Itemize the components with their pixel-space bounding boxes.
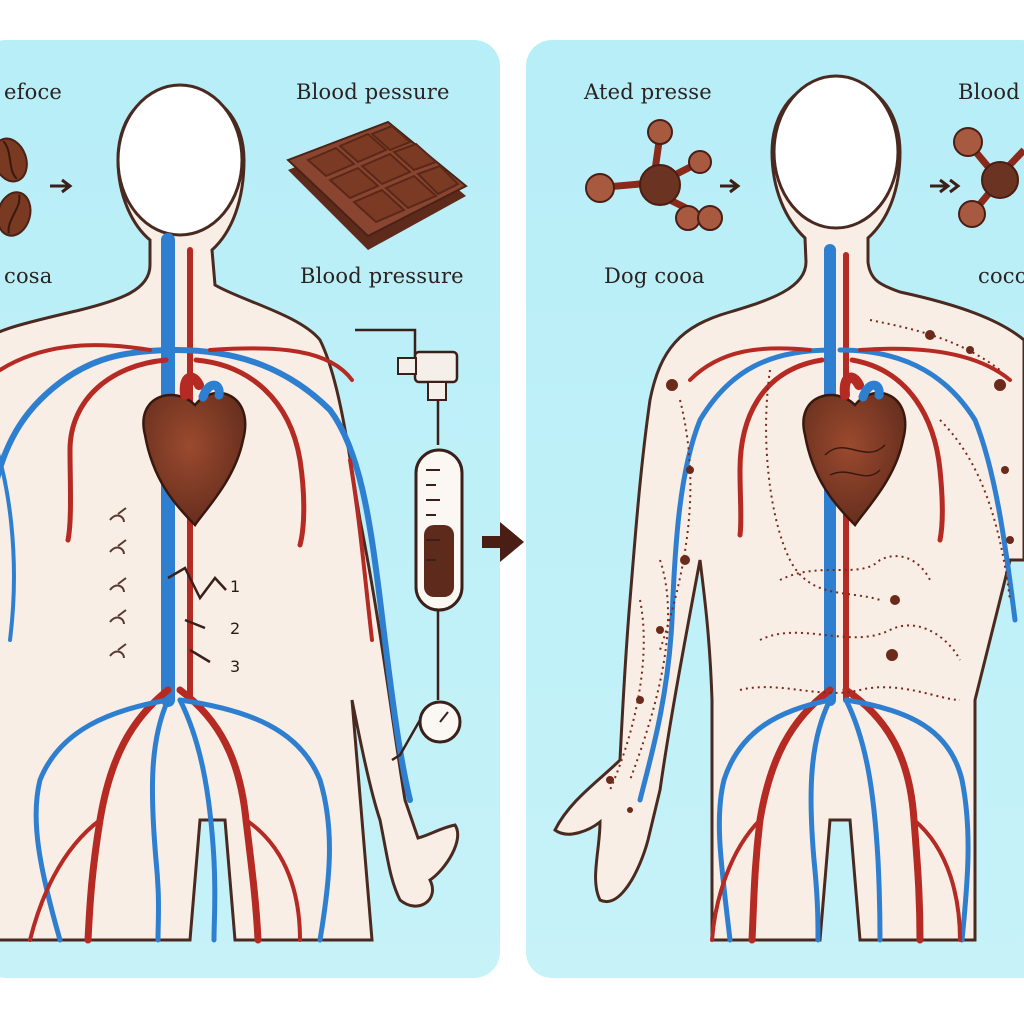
label-left-top-left: efoce xyxy=(4,80,63,104)
arrow-right-icon xyxy=(720,178,741,194)
label-right-top-right: Blood xyxy=(958,80,1020,104)
label-right-mid-left: Dog cooa xyxy=(604,264,705,288)
bp-line xyxy=(355,328,440,762)
arrow-right-icon xyxy=(482,522,524,562)
gauge-dial-icon xyxy=(418,700,462,744)
right-panel xyxy=(526,40,1024,978)
heart-icon xyxy=(142,372,247,527)
arrow-right-icon xyxy=(930,178,961,194)
thermometer-icon xyxy=(414,448,464,612)
chocolate-bar-icon xyxy=(286,120,468,250)
arrow-right-icon xyxy=(50,178,73,194)
human-body-left xyxy=(0,83,460,942)
check-marks xyxy=(109,507,227,664)
head xyxy=(116,83,244,237)
human-body-right xyxy=(553,74,1024,942)
label-left-mid-right: Blood pressure xyxy=(300,264,464,288)
molecule-icon xyxy=(953,127,1024,228)
label-left-mid-left: cosa xyxy=(4,264,53,288)
marker-2: 2 xyxy=(230,619,240,638)
label-right-mid-right: coco xyxy=(978,264,1024,288)
head xyxy=(772,74,900,230)
label-right-top-left: Ated presse xyxy=(584,80,712,104)
marker-3: 3 xyxy=(230,657,240,676)
label-left-top-right: Blood pessure xyxy=(296,80,450,104)
cocoa-flow-dots xyxy=(609,319,1011,791)
molecule-icon xyxy=(585,119,723,231)
marker-1: 1 xyxy=(230,577,240,596)
left-panel: 1 2 3 xyxy=(0,40,500,978)
cocoa-particles xyxy=(606,330,1014,813)
heart-icon xyxy=(802,372,907,527)
gauge-icon xyxy=(397,350,459,401)
